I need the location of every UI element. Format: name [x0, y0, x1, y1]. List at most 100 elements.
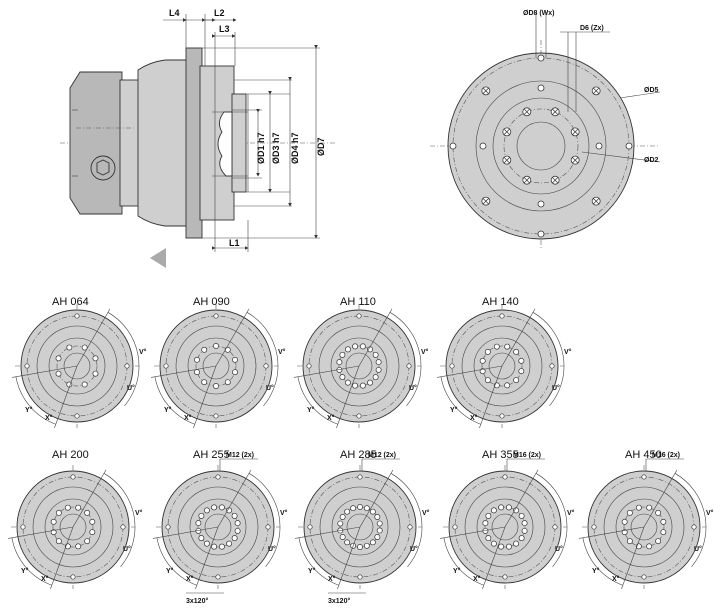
outer-hole [691, 524, 697, 530]
outer-hole [306, 363, 312, 369]
variant-title: AH 285 [340, 449, 377, 461]
outer-hole [502, 474, 508, 480]
bolt-hole [482, 520, 489, 527]
bolt-hole [372, 374, 379, 381]
angle-u-label: U° [268, 545, 276, 553]
bolt-hole [490, 540, 497, 547]
outer-hole [120, 524, 126, 530]
pin-hole [537, 200, 545, 208]
bolt-hole [660, 529, 667, 536]
thread-label: M16 (2x) [513, 452, 541, 459]
bolt-hole [218, 504, 225, 511]
bolt-hole [504, 382, 511, 389]
bolt-hole [55, 538, 62, 545]
bolt-hole [66, 344, 73, 351]
bolt-hole [521, 520, 528, 527]
angle-x-label: X° [186, 575, 194, 583]
bolt-hole [570, 127, 580, 137]
bolt-hole [50, 518, 57, 525]
angle-u-label: U° [127, 384, 135, 392]
bolt-hole [84, 538, 91, 545]
outer-hole [165, 524, 171, 530]
bolt-hole [374, 514, 381, 520]
angle-u-label: U° [410, 545, 418, 553]
bolt-hole [339, 351, 346, 358]
angle-u-label: U° [266, 384, 274, 392]
thread-label: M16 (2x) [652, 452, 680, 459]
bolt-hole [203, 540, 210, 547]
angle-u-label: U° [409, 384, 417, 392]
bolt-hole [484, 348, 491, 355]
front-view: ØD8 (Wx) D6 (Zx) ØD5 ØD2 [430, 10, 661, 250]
bolt-hole [375, 359, 382, 366]
bolt-hole [655, 538, 662, 545]
dim-d7: ØD7 [316, 137, 326, 156]
dim-l4: L4 [169, 8, 180, 18]
bolt-hole [231, 535, 238, 542]
dim-l3: L3 [219, 24, 230, 34]
dim-d4: ØD4 h7 [290, 132, 300, 164]
bolt-hole [367, 379, 374, 386]
bolt-hole [646, 504, 653, 511]
bolt-hole [211, 543, 218, 550]
bolt-hole [550, 107, 560, 117]
bolt-hole [626, 509, 633, 516]
bolt-hole [84, 509, 91, 516]
outer-hole [449, 363, 455, 369]
bolt-hole [234, 520, 241, 527]
bolt-hole [64, 504, 71, 511]
outer-hole [215, 574, 221, 580]
angle-y-label: Y° [21, 567, 29, 575]
side-view: L4 L2 L3 L1 ØD1 h7 ØD3 h7 ØD4 h7 ØD7 [60, 8, 335, 268]
bolt-hole [376, 527, 383, 534]
bolt-hole [374, 534, 381, 540]
outer-hole [70, 474, 76, 480]
outer-hole [406, 363, 412, 369]
angle-x-label: X° [612, 575, 620, 583]
angle-v-label: V° [135, 509, 143, 517]
outer-hole [74, 413, 80, 419]
bolt-hole [81, 381, 88, 388]
bolt-hole [339, 374, 346, 381]
angle-y-label: Y° [307, 406, 315, 414]
pin-hole [449, 142, 457, 150]
bolt-hole [226, 540, 233, 547]
bolt-hole [201, 379, 208, 386]
angle-y-label: Y° [453, 567, 461, 575]
bolt-hole [198, 535, 205, 542]
angle-y-label: Y° [164, 406, 172, 414]
outer-hole [74, 313, 80, 319]
bolt-hole [375, 366, 382, 373]
bolt-hole [339, 534, 346, 540]
bolt-hole [505, 543, 512, 550]
bolt-hole [344, 508, 351, 515]
bolt-hole [498, 543, 505, 550]
bolt-hole [502, 155, 512, 165]
pattern-label: 3x120° [186, 597, 208, 605]
angle-v-label: V° [139, 348, 147, 356]
outer-hole [24, 363, 30, 369]
pin-hole [479, 142, 487, 150]
angle-v-label: V° [278, 348, 286, 356]
bolt-hole [194, 356, 200, 363]
bolt-hole [635, 504, 642, 511]
bolt-hole [655, 509, 662, 516]
bolt-hole [232, 356, 238, 363]
outer-hole [357, 574, 363, 580]
bolt-hole [369, 508, 376, 515]
outer-hole [70, 574, 76, 580]
bolt-hole [89, 529, 96, 536]
bolt-hole [521, 527, 528, 534]
pin-hole [595, 142, 603, 150]
bolt-hole [518, 512, 525, 519]
bolt-hole [513, 348, 520, 355]
bolt-hole [505, 504, 512, 511]
bolt-hole [493, 343, 500, 350]
bolt-hole [518, 368, 525, 375]
angle-u-label: U° [552, 384, 560, 392]
bolt-hole [369, 539, 376, 546]
bolt-hole [372, 351, 379, 358]
outer-hole [552, 524, 558, 530]
